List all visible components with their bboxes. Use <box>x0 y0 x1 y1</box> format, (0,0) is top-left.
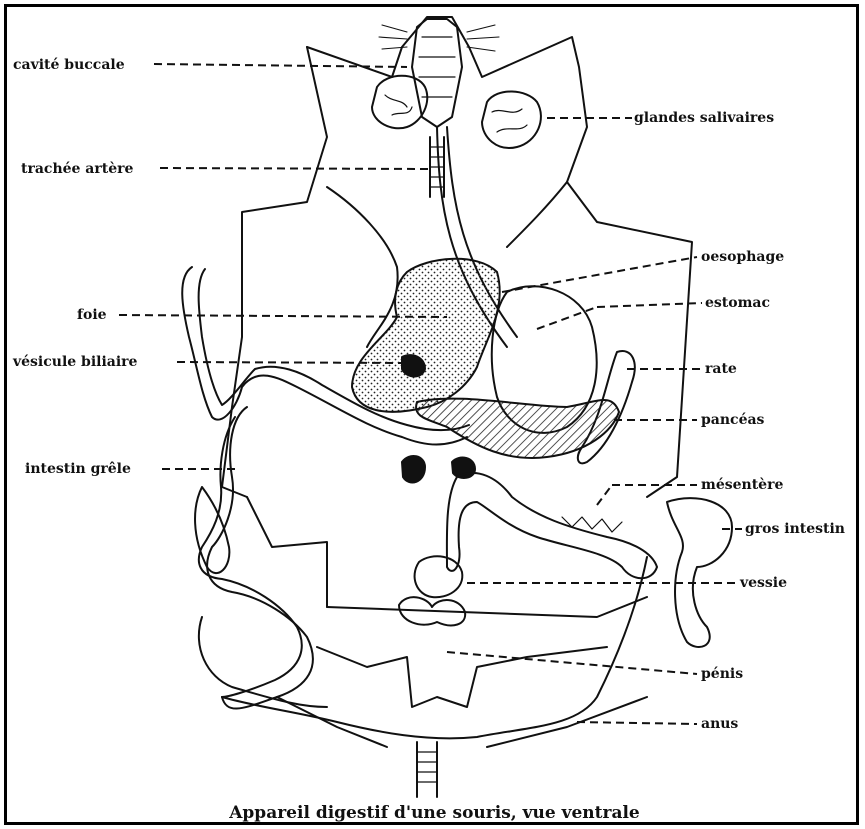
label-oesophage: oesophage <box>701 249 784 265</box>
leader-vesicule <box>177 362 407 363</box>
leader-mesentere-a <box>597 485 612 505</box>
leader-estomac-2 <box>597 303 702 307</box>
rectum <box>222 557 647 738</box>
label-pancreas: pancéas <box>701 412 764 428</box>
large-intestine <box>447 473 657 578</box>
label-intestin-grele: intestin grêle <box>25 461 131 477</box>
label-mesentere: mésentère <box>701 477 783 493</box>
label-glandes-salivaires: glandes salivaires <box>634 110 774 126</box>
salivary-gland-right <box>482 91 541 147</box>
bladder <box>415 556 463 597</box>
label-anus: anus <box>701 716 738 732</box>
left-body-wall <box>247 497 327 607</box>
pelvis <box>317 647 607 707</box>
label-estomac: estomac <box>705 295 770 311</box>
figure-frame: cavité buccale trachée artère foie vésic… <box>4 4 859 825</box>
label-vesicule-biliaire: vésicule biliaire <box>13 354 137 370</box>
thorax-outline <box>327 187 398 347</box>
label-rate: rate <box>705 361 737 377</box>
gall-bladder <box>402 355 425 376</box>
tail <box>417 742 437 797</box>
caecum <box>667 498 732 647</box>
label-trachee-artere: trachée artère <box>21 161 133 177</box>
label-penis: pénis <box>701 666 743 682</box>
leader-anus <box>577 722 697 724</box>
lower-abdomen <box>327 597 647 617</box>
leader-oesophage <box>502 257 697 292</box>
label-vessie: vessie <box>740 575 787 591</box>
leader-trachee <box>160 168 429 169</box>
figure-caption: Appareil digestif d'une souris, vue vent… <box>7 803 859 823</box>
kidney-left <box>402 456 425 482</box>
leader-cavite-buccale <box>154 64 407 67</box>
skin-flap-left <box>222 47 327 497</box>
label-foie: foie <box>77 307 107 323</box>
label-gros-intestin: gros intestin <box>745 521 845 537</box>
head-outline <box>412 19 462 127</box>
pancreas <box>416 399 619 458</box>
label-cavite-buccale: cavité buccale <box>13 57 125 73</box>
leader-penis <box>447 652 697 674</box>
